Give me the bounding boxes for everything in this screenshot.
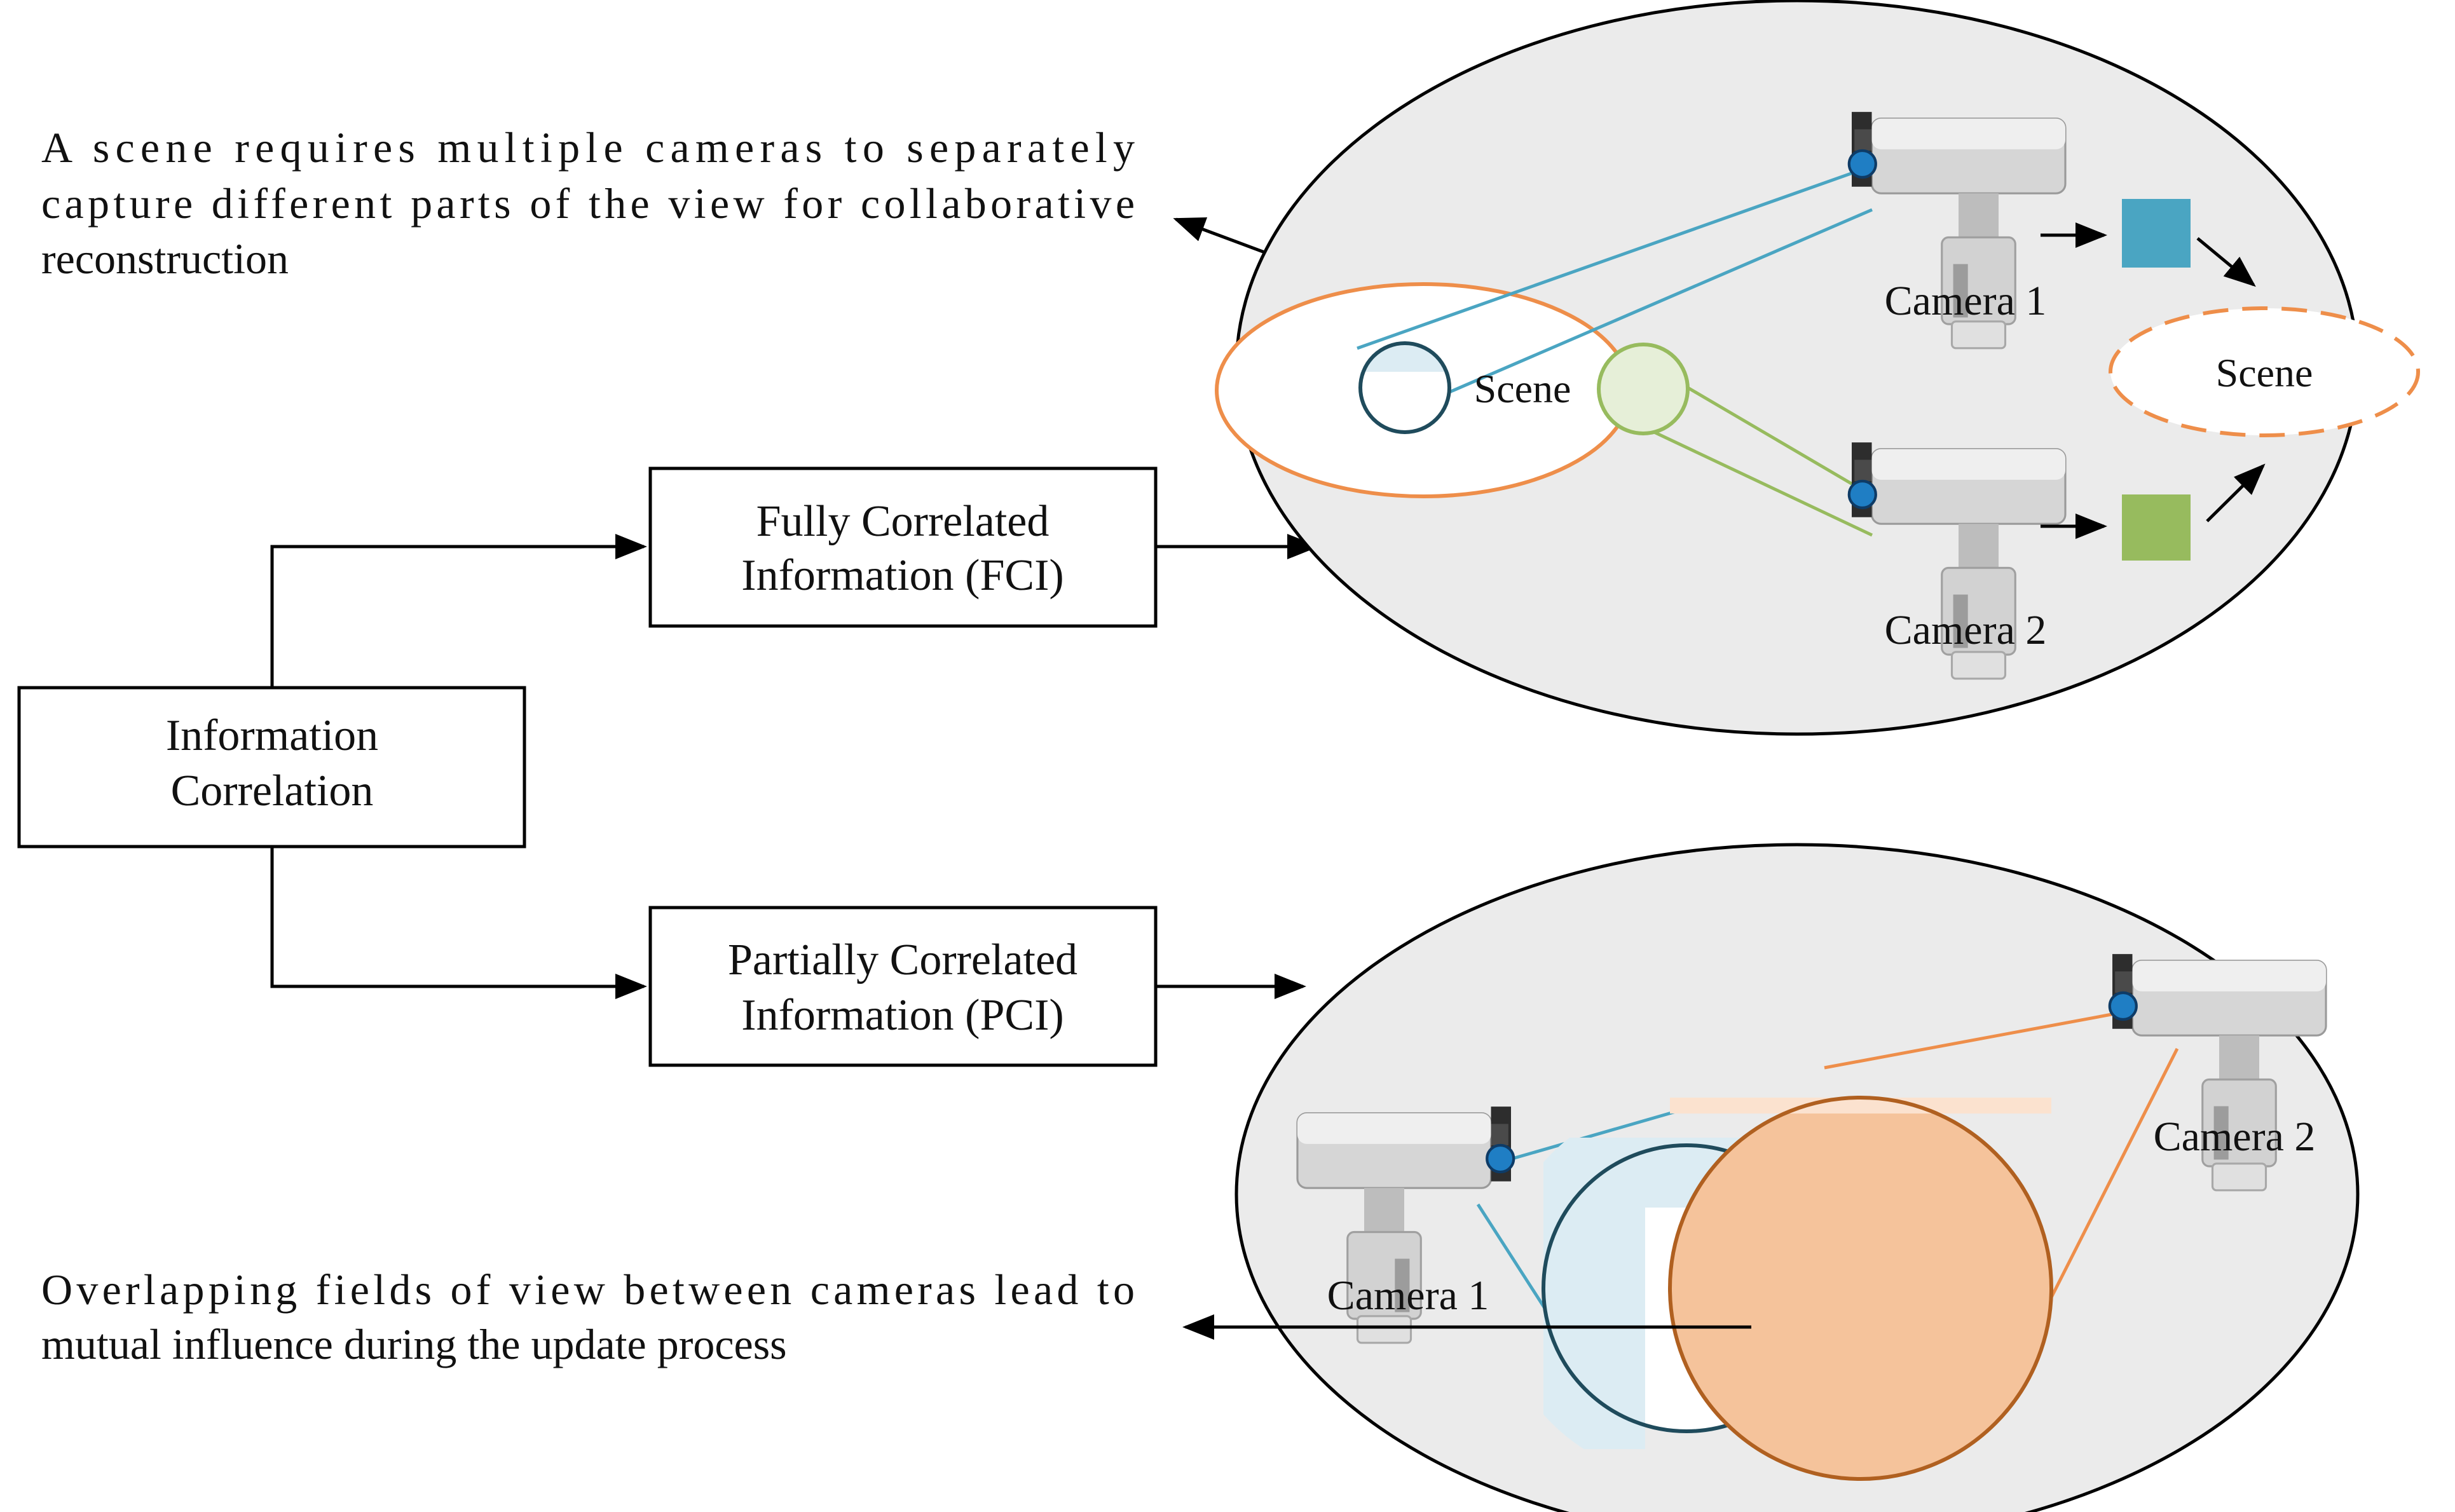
pci-box: Partially Correlated Information (PCI) xyxy=(648,906,1158,1067)
information-correlation-box: Information Correlation xyxy=(17,686,526,848)
pci-note: Overlapping fields of view between camer… xyxy=(41,1265,1135,1368)
pci-line-2: Information (PCI) xyxy=(741,991,1063,1040)
camera-2-output-square xyxy=(2122,494,2191,561)
pci-note-line-1: Overlapping fields of view between camer… xyxy=(41,1265,1135,1314)
fci-note-line-1: A scene requires multiple cameras to sep… xyxy=(41,123,1135,172)
connector-root-to-fci xyxy=(270,534,647,688)
pci-camera-1-label: Camera 1 xyxy=(1327,1272,1489,1319)
fci-line-2: Information (FCI) xyxy=(741,551,1063,600)
fci-panel: Scene Camera 1 Camera 2 Scene xyxy=(1215,0,2420,736)
fci-camera-2-label: Camera 2 xyxy=(1885,607,2047,653)
camera-1-view-circle xyxy=(1358,341,1451,434)
fci-note-line-3: reconstruction xyxy=(41,235,289,283)
scene-label: Scene xyxy=(1474,366,1571,411)
root-line-1: Information xyxy=(166,711,378,760)
fci-note-line-2: capture different parts of the view for … xyxy=(41,179,1135,228)
camera-2-view-circle xyxy=(1597,343,1690,435)
pci-line-1: Partially Correlated xyxy=(728,936,1077,984)
fci-line-1: Fully Correlated xyxy=(756,497,1050,546)
merged-scene-label: Scene xyxy=(2216,350,2313,395)
connector-root-to-pci xyxy=(270,847,647,999)
fci-note: A scene requires multiple cameras to sep… xyxy=(41,123,1135,283)
fci-camera-1-label: Camera 1 xyxy=(1885,278,2047,324)
camera-1-output-square xyxy=(2122,199,2191,268)
pci-camera-2-label: Camera 2 xyxy=(2154,1114,2316,1160)
pci-panel: Camera 1 Camera 2 xyxy=(1234,843,2360,1512)
fci-box: Fully Correlated Information (FCI) xyxy=(648,467,1158,628)
merged-scene-ellipse xyxy=(2109,306,2420,437)
pci-camera-2-view-circle xyxy=(1668,1096,2053,1481)
root-line-2: Correlation xyxy=(171,766,374,815)
pci-note-line-2: mutual influence during the update proce… xyxy=(41,1320,787,1368)
